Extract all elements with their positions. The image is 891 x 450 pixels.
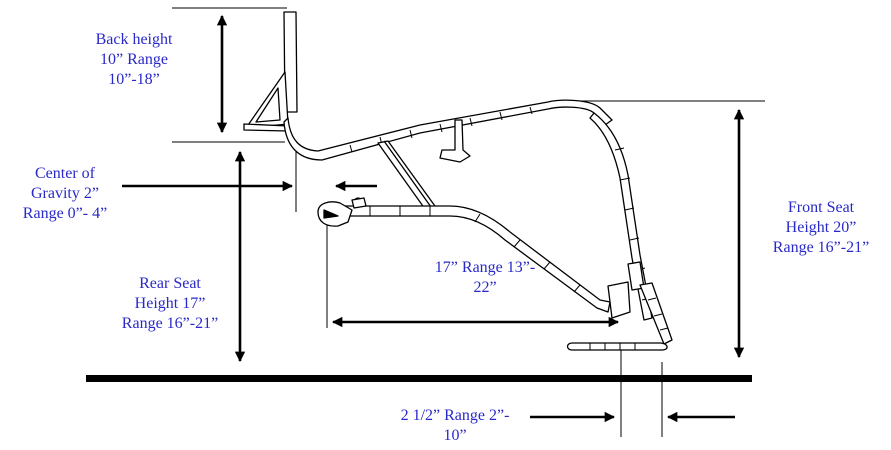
back-height-line-3: 10”-18”: [108, 71, 160, 88]
floor-line: [86, 375, 752, 382]
front-seat-height-line-3: Range 16”-21”: [772, 239, 870, 256]
rear-seat-height-line-3: Range 16”-21”: [121, 315, 219, 332]
seat-depth-line-1: 17” Range 13”-: [434, 259, 536, 276]
rear-seat-height-label: Rear Seat Height 17” Range 16”-21”: [110, 274, 230, 338]
back-brace: [245, 71, 289, 129]
front-seat-height-label: Front Seat Height 20” Range 16”-21”: [756, 198, 886, 258]
lower-rail: [344, 205, 611, 313]
rear-seat-height-line-2: Height 17”: [134, 295, 206, 312]
back-height-label: Back height 10” Range 10”-18”: [80, 30, 188, 90]
center-of-gravity-line-2: Gravity 2”: [31, 185, 99, 202]
diagonal-support: [377, 140, 441, 217]
center-of-gravity-label: Center of Gravity 2” Range 0”- 4”: [6, 164, 124, 224]
back-height-line-1: Back height: [95, 31, 173, 48]
center-of-gravity-line-3: Range 0”- 4”: [22, 205, 108, 222]
front-offset-line-2: 10”: [443, 427, 467, 444]
reference-lines: [172, 7, 765, 437]
wheelchair-frame: [243, 11, 673, 351]
seat-depth-label: 17” Range 13”- 22”: [420, 258, 550, 298]
center-of-gravity-line-1: Center of: [35, 165, 95, 182]
rear-seat-height-line-1: Rear Seat: [139, 275, 201, 292]
caster-fork: [607, 281, 631, 319]
front-offset-line-1: 2 1/2” Range 2”-: [400, 407, 510, 424]
back-height-line-2: 10” Range: [100, 51, 168, 68]
seat-bracket: [439, 119, 471, 163]
footplate: [566, 342, 668, 351]
seat-depth-line-2: 22”: [473, 279, 497, 296]
rear-hub: [317, 201, 353, 227]
front-seat-height-line-2: Height 20”: [785, 219, 857, 236]
dimension-arrows: [122, 14, 745, 423]
front-seat-height-line-1: Front Seat: [787, 199, 855, 216]
front-offset-label: 2 1/2” Range 2”- 10”: [380, 406, 530, 446]
